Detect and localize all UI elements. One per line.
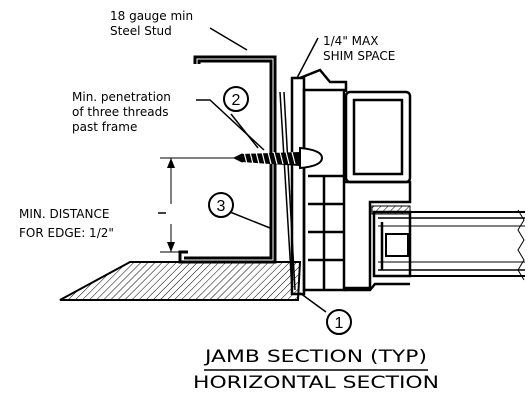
wall-slab <box>59 261 302 301</box>
screw-fastener <box>232 146 324 170</box>
leader-lines <box>196 27 327 313</box>
svg-text:MIN. DISTANCE: MIN. DISTANCE <box>19 207 109 221</box>
drawing-title: JAMB SECTION (TYP) HORIZONTAL SECTION <box>193 347 439 393</box>
svg-text:1: 1 <box>335 315 344 332</box>
label-penetration: Min. penetration of three threads past f… <box>72 90 171 134</box>
edge-distance-dimension <box>158 157 238 253</box>
callout-2: 2 <box>223 86 249 112</box>
glazing-unit <box>378 209 525 281</box>
svg-text:of three threads: of three threads <box>72 105 169 119</box>
svg-text:SHIM SPACE: SHIM SPACE <box>323 49 395 63</box>
svg-text:JAMB SECTION (TYP): JAMB SECTION (TYP) <box>204 347 427 367</box>
svg-text:past frame: past frame <box>72 120 137 134</box>
svg-text:2: 2 <box>232 92 241 109</box>
label-steel-stud: 18 gauge min Steel Stud <box>110 9 193 38</box>
svg-text:1/4" MAX: 1/4" MAX <box>323 34 378 48</box>
callout-1: 1 <box>326 309 352 335</box>
svg-text:18 gauge min: 18 gauge min <box>110 9 193 23</box>
callout-3: 3 <box>208 192 234 218</box>
label-shim-space: 1/4" MAX SHIM SPACE <box>323 34 395 63</box>
svg-text:FOR EDGE: 1/2": FOR EDGE: 1/2" <box>19 226 114 240</box>
glazing-seal <box>371 205 411 215</box>
svg-text:Min. penetration: Min. penetration <box>72 90 171 104</box>
label-min-distance: MIN. DISTANCE FOR EDGE: 1/2" <box>19 207 114 240</box>
svg-text:Steel Stud: Steel Stud <box>110 24 172 38</box>
svg-text:3: 3 <box>217 198 226 215</box>
svg-text:HORIZONTAL SECTION: HORIZONTAL SECTION <box>193 373 439 393</box>
window-frame <box>290 68 412 296</box>
